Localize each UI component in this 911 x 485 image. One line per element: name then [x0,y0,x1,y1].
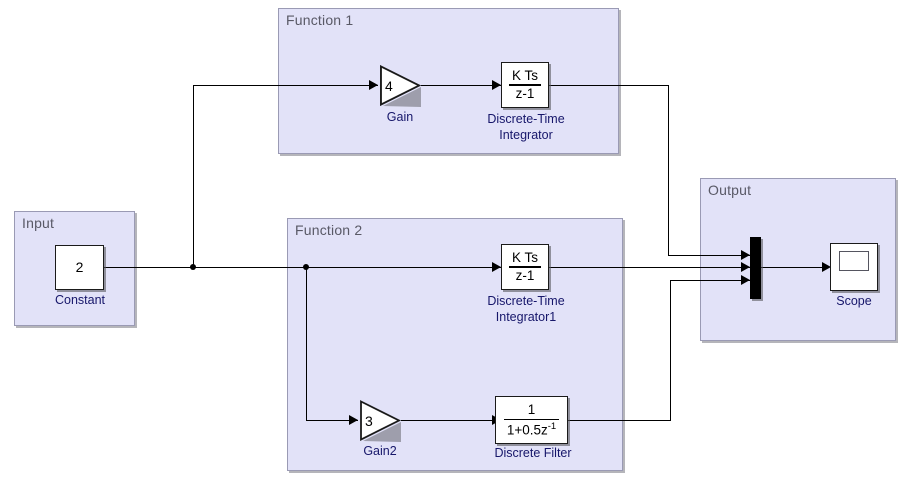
arrow-gain2-input [349,415,358,425]
block-discrete-time-integrator-1[interactable]: K Ts z-1 [501,244,549,290]
subsystem-function-1[interactable]: Function 1 [278,8,619,154]
subsystem-function-1-label: Function 1 [286,12,354,28]
filter-den-exponent: -1 [547,420,557,432]
wire-constant-to-trunk [104,267,194,268]
wire-trunk-main [193,267,508,268]
wire-gain2-to-filter [401,420,501,421]
block-scope-icon-wrap [831,244,877,290]
block-gain-2-value: 3 [365,412,373,429]
fraction-bar-icon [508,84,541,86]
subsystem-function-2-label: Function 2 [295,222,363,238]
block-constant-value: 2 [75,259,84,276]
arrow-mux-input-1 [741,250,750,260]
block-gain-1-caption: Gain [386,110,414,124]
wire-to-mux-input-1 [668,255,750,256]
subsystem-input[interactable]: Input [14,211,135,326]
block-constant-caption: Constant [54,293,106,307]
block-discrete-filter-numerator: 1 [527,402,536,418]
block-integrator-expression: K Ts z-1 [502,63,548,107]
fraction-bar-icon [508,266,541,268]
block-discrete-filter-expression: 1 1+0.5z-1 [496,397,567,443]
block-integrator-numerator: K Ts [511,67,538,83]
wire-filter-up [670,280,671,421]
block-discrete-filter[interactable]: 1 1+0.5z-1 [495,396,568,444]
block-integrator-denominator: z-1 [515,86,535,102]
block-integrator1-denominator: z-1 [515,268,535,284]
block-gain-1[interactable]: 4 [378,64,422,107]
block-discrete-time-integrator-1-caption: Discrete-Time Integrator1 [487,294,565,324]
block-discrete-filter-denominator: 1+0.5z-1 [504,420,559,437]
block-scope-caption: Scope [836,294,872,308]
block-discrete-time-integrator-caption: Discrete-Time Integrator [487,112,565,142]
wire-function1-down [668,85,669,255]
block-gain-2[interactable]: 3 [358,399,402,442]
gain-triangle-icon [380,65,422,107]
subsystem-input-label: Input [22,215,55,231]
arrow-scope-input [822,262,831,272]
subsystem-function-2[interactable]: Function 2 [287,218,623,471]
arrow-mux-input-3 [741,275,750,285]
arrow-integrator2-input [492,262,501,272]
block-discrete-filter-caption: Discrete Filter [494,446,572,460]
wire-integrator2-to-mux [548,267,750,268]
wire-into-gain2 [306,420,358,421]
wire-to-mux-input-3 [670,280,750,281]
wire-integrator1-out [548,85,668,86]
block-gain-1-value: 4 [385,77,393,94]
wire-mux-to-scope [761,267,829,268]
gain-triangle-icon [360,400,402,442]
subsystem-output-label: Output [708,182,752,198]
block-integrator1-numerator: K Ts [511,249,538,265]
arrow-gain1-input [369,80,378,90]
block-constant[interactable]: 2 [55,245,104,290]
wire-into-function1-gain [193,85,378,86]
block-integrator1-expression: K Ts z-1 [502,245,548,289]
block-scope[interactable] [830,243,878,291]
block-mux[interactable] [750,237,761,299]
block-discrete-time-integrator[interactable]: K Ts z-1 [501,62,549,108]
arrow-integrator1-input [492,80,501,90]
wire-branch-up-to-function1 [193,85,194,268]
wire-filter-out [568,420,671,421]
filter-den-base: 1+0.5z [506,422,548,437]
wire-branch-down-to-gain2 [306,267,307,420]
scope-screen-icon [838,250,870,272]
wire-gain1-to-integrator1 [421,85,501,86]
block-gain-2-caption: Gain2 [363,444,397,458]
fraction-bar-icon [503,418,560,420]
arrow-mux-input-2 [741,262,750,272]
